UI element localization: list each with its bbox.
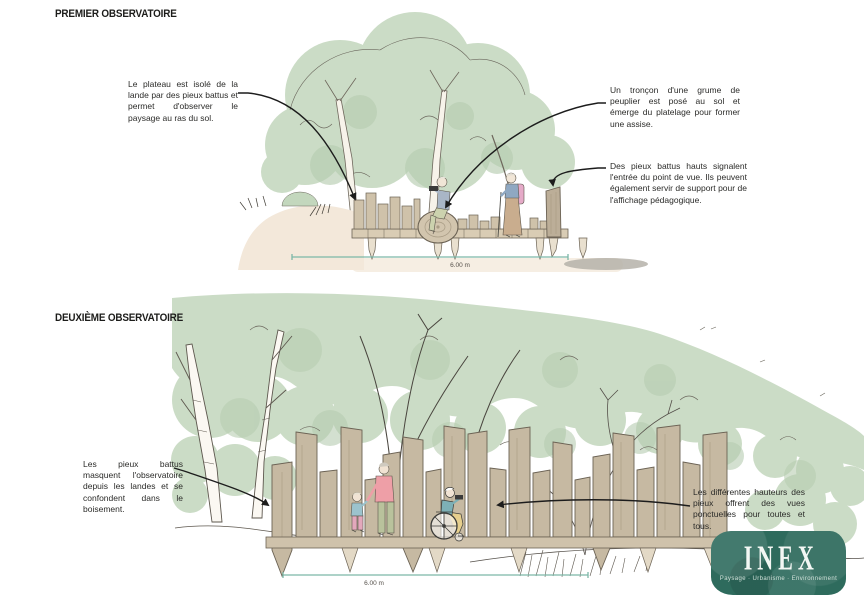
- annotation-premier-left: Le plateau est isolé de la lande par des…: [128, 79, 238, 123]
- grass-tufts-1: [239, 195, 331, 217]
- palisade-rail: [265, 536, 731, 549]
- low-piles: [353, 192, 548, 230]
- section-title-premier: PREMIER OBSERVATOIRE: [55, 8, 177, 20]
- figure-adult: [365, 462, 395, 536]
- inex-logo: INEX Paysage · Urbanisme · Environnement: [711, 531, 846, 595]
- dimension-2: 6.00 m: [282, 572, 589, 587]
- annotation-deuxieme-right: Les différentes hauteurs des pieux offre…: [693, 487, 805, 531]
- ground-strip-1: [351, 258, 623, 272]
- inex-logo-wordmark: INEX: [743, 538, 819, 577]
- figure-seated-observer: [428, 176, 451, 235]
- figure-hiker: [497, 172, 525, 238]
- boardwalk-deck: [351, 228, 569, 239]
- grass-tufts-2: [519, 549, 649, 578]
- leader-log: [445, 102, 606, 209]
- section-title-deuxieme: DEUXIÈME OBSERVATOIRE: [55, 312, 184, 324]
- tree-canopy-2-sketch-lines: [249, 325, 826, 452]
- dimension-2-label: 6.00 m: [364, 580, 384, 587]
- sand-mound: [238, 205, 364, 270]
- leader-lines-2: [173, 467, 691, 509]
- dimension-1: 6.00 m: [291, 254, 569, 269]
- tall-entrance-pile: [545, 186, 562, 259]
- palisade-wood-grain: [281, 434, 711, 540]
- dimension-1-label: 6.00 m: [450, 262, 470, 269]
- illustration-premier-observatoire: 6.00 m: [238, 12, 648, 272]
- tree-canopy-2: [172, 293, 864, 470]
- leader-left-plateau: [238, 92, 357, 201]
- illustration-deuxieme-observatoire: 6.00 m: [171, 293, 864, 587]
- tree-canopy-1-sketch-lines: [289, 37, 526, 178]
- annotation-premier-right-top: Un tronçon d'une grume de peuplier est p…: [610, 85, 740, 129]
- leader-palisade-right: [496, 499, 691, 509]
- inex-logo-tagline: Paysage · Urbanisme · Environnement: [719, 575, 838, 582]
- leader-tall-pile: [548, 167, 606, 187]
- birch-trunks: [174, 329, 301, 537]
- leader-palisade-left: [173, 467, 270, 507]
- leader-lines-1: [238, 92, 606, 209]
- annotation-premier-right-bottom: Des pieux battus hauts signalent l'entré…: [610, 161, 747, 205]
- figure-wheelchair-user: [430, 487, 464, 542]
- deck-shadow: [564, 258, 648, 270]
- annotation-deuxieme-left: Les pieux battus masquent l'observatoire…: [83, 459, 183, 514]
- palisade-piles: [271, 424, 728, 578]
- bush-1: [281, 191, 319, 207]
- deck-stakes: [367, 237, 588, 261]
